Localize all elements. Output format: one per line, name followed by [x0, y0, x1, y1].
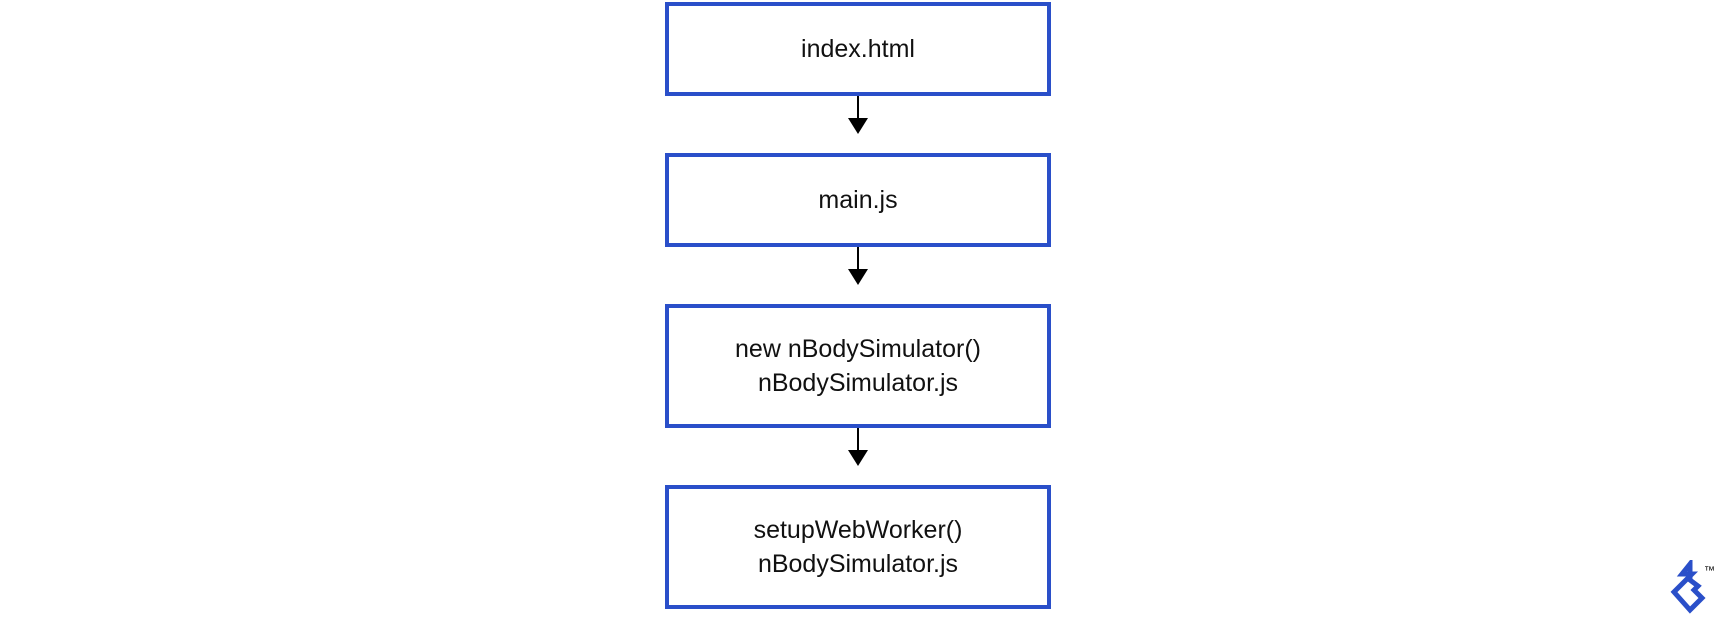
flow-node-label-line-2: nBodySimulator.js [757, 369, 959, 397]
flow-arrow-down-icon [848, 96, 868, 134]
flow-node-label-line-1: setupWebWorker() [753, 516, 963, 544]
toptal-logo-icon: ™ [1668, 556, 1718, 616]
flow-node-label: main.js [818, 186, 898, 214]
flow-node-new-nbodysimulator: new nBodySimulator() nBodySimulator.js [665, 304, 1051, 428]
flow-node-label-line-2: nBodySimulator.js [757, 550, 959, 578]
flow-node-label: index.html [801, 35, 915, 63]
flow-arrow-down-icon [848, 428, 868, 466]
flow-node-setupwebworker: setupWebWorker() nBodySimulator.js [665, 485, 1051, 609]
trademark-symbol: ™ [1704, 565, 1715, 577]
flow-arrow-down-icon [848, 247, 868, 285]
flow-node-main-js: main.js [665, 153, 1051, 247]
flow-node-index-html: index.html [665, 2, 1051, 96]
flow-node-label-line-1: new nBodySimulator() [735, 335, 981, 363]
